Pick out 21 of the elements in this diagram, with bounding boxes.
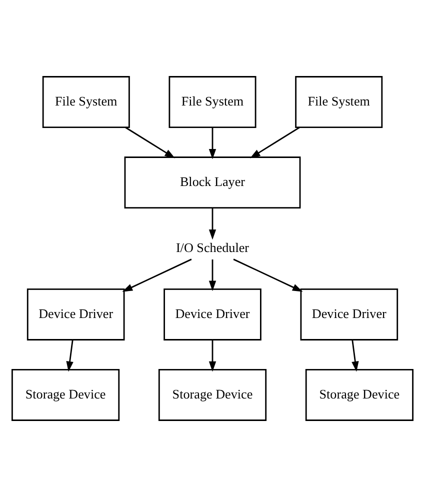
arrow — [208, 340, 216, 372]
arrow — [208, 259, 216, 292]
node-text: I/O Scheduler — [176, 240, 250, 255]
arrow — [352, 340, 359, 372]
node-box: Storage Device — [305, 369, 414, 421]
arrow — [125, 126, 176, 158]
node-box: File System — [168, 76, 256, 128]
node-box: Block Layer — [124, 156, 301, 208]
arrow — [250, 126, 300, 158]
node-box: Device Driver — [164, 288, 262, 340]
arrow — [208, 208, 216, 240]
node-box: Device Driver — [26, 288, 125, 340]
arrow — [208, 127, 216, 160]
node-box: File System — [295, 76, 383, 128]
arrow — [122, 258, 192, 292]
node-box: File System — [42, 76, 130, 128]
node-box: Storage Device — [12, 369, 120, 421]
arrow — [66, 340, 74, 372]
node-box: Storage Device — [158, 369, 267, 421]
arrow — [233, 258, 303, 292]
node-box: Device Driver — [300, 288, 398, 340]
